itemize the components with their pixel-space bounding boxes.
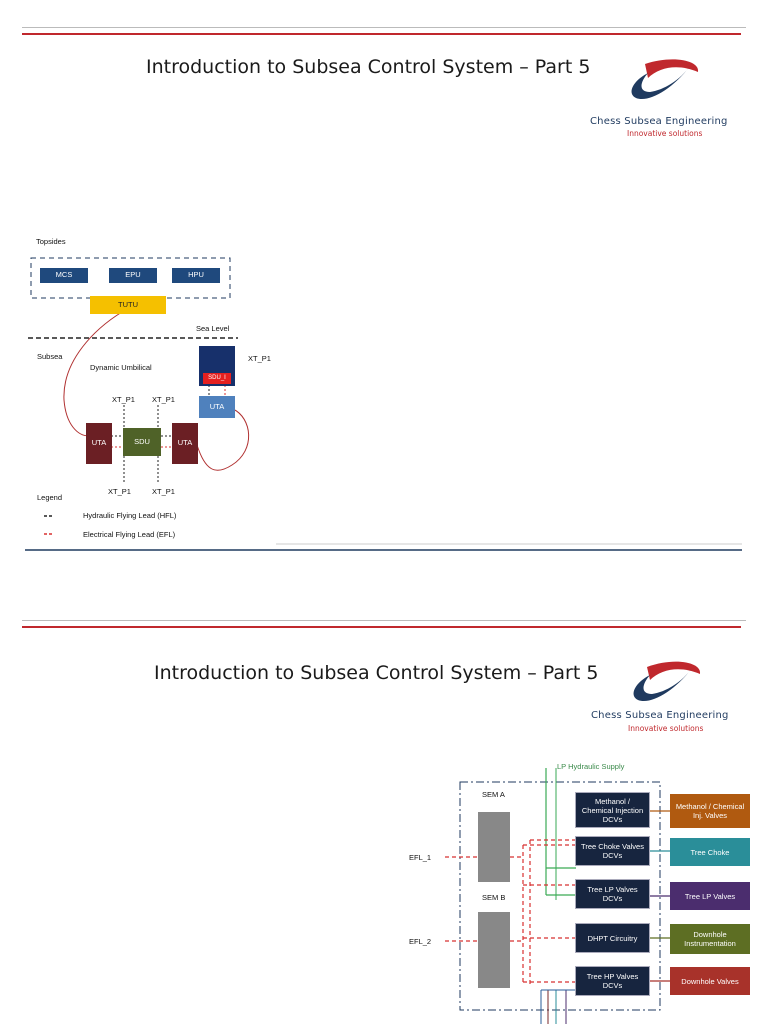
dynamic-umbilical-label: Dynamic Umbilical [90,363,152,372]
xt-top-left-label: XT_P1 [112,395,135,404]
lp-supply-label: LP Hydraulic Supply [557,762,625,771]
out-methanol-box: Methanol / Chemical Inj. Valves [670,794,750,828]
uta-mid-box: UTA [172,423,198,464]
logo-brand-text-2: Chess Subsea Engineering [591,710,729,721]
xt-bottom-left-label: XT_P1 [108,487,131,496]
legend-hfl-label: Hydraulic Flying Lead (HFL) [83,511,177,520]
dcv-lp-box: Tree LP Valves DCVs [575,879,650,909]
dcv-hp-box: Tree HP Valves DCVs [575,966,650,996]
out-downhole-instr-box: Downhole Instrumentation [670,924,750,954]
xt-bottom-right-label: XT_P1 [152,487,175,496]
mcs-box: MCS [40,268,88,283]
efl-2-label: EFL_2 [409,937,432,946]
topsides-label: Topsides [36,237,66,246]
out-lp-box: Tree LP Valves [670,882,750,910]
legend-title: Legend [37,493,63,502]
sdu-i-box: SDU_I [203,373,231,384]
tutu-box: TUTU [90,296,166,314]
sem-a-label: SEM A [482,790,505,799]
logo-tagline: Innovative solutions [627,129,703,138]
uta-right-box: UTA [199,396,235,418]
hpu-box: HPU [172,268,220,283]
slide-title-2: Introduction to Subsea Control System – … [154,662,599,684]
dcv-methanol-box: Methanol / Chemical Injection DCVs [575,792,650,828]
out-downhole-valves-box: Downhole Valves [670,967,750,995]
sdu-box: SDU [123,428,161,456]
uta-left-box: UTA [86,423,112,464]
sem-b-label: SEM B [482,893,506,902]
sea-level-label: Sea Level [196,324,230,333]
subsea-label: Subsea [37,352,63,361]
logo-tagline-2: Innovative solutions [628,724,704,733]
legend-efl-label: Electrical Flying Lead (EFL) [83,530,176,539]
dcv-choke-box: Tree Choke Valves DCVs [575,836,650,866]
xt-right-label: XT_P1 [248,354,271,363]
out-choke-box: Tree Choke [670,838,750,866]
efl-1-label: EFL_1 [409,853,432,862]
slide-title: Introduction to Subsea Control System – … [146,56,591,78]
top-rule-red [22,33,741,35]
epu-box: EPU [109,268,157,283]
top-rule-grey-2 [22,620,746,621]
logo-brand-text: Chess Subsea Engineering [590,116,728,127]
sem-a-box [478,812,510,882]
dcv-dhpt-box: DHPT Circuitry [575,923,650,953]
top-rule-red-2 [22,626,741,628]
sem-b-box [478,912,510,988]
top-rule-grey [22,27,746,28]
xt-top-right-label: XT_P1 [152,395,175,404]
